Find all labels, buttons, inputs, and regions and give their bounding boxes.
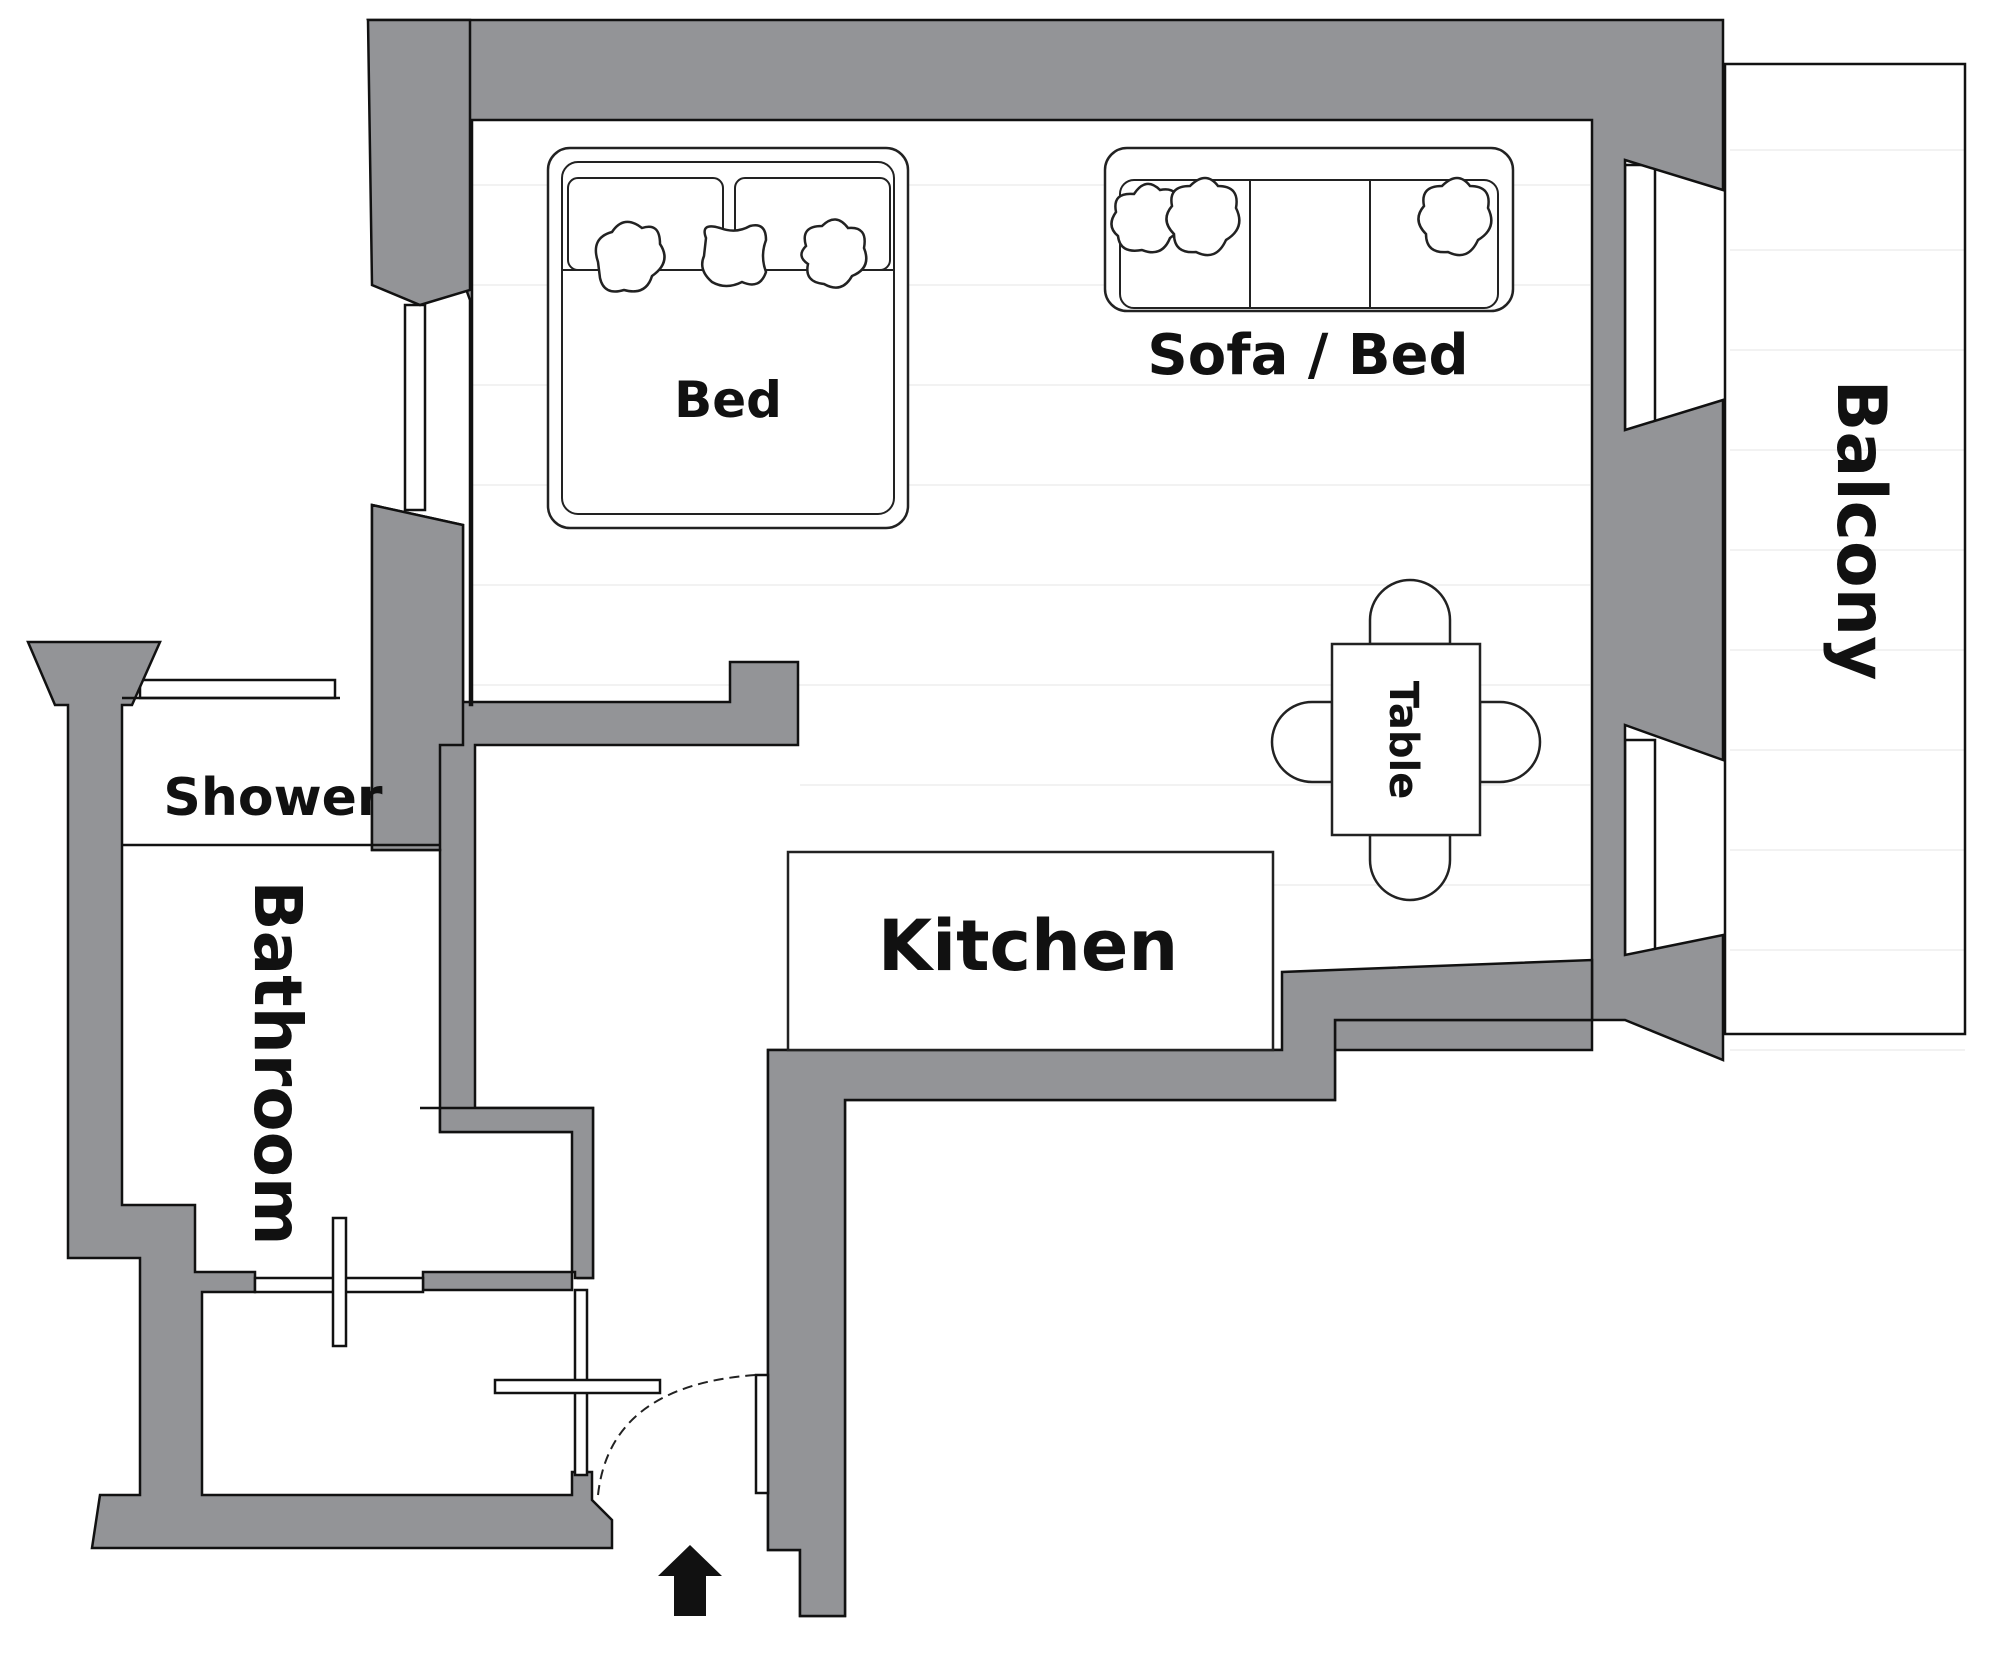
- sofa-bed: [1103, 146, 1515, 313]
- sofa-bed-label: Sofa / Bed: [1147, 323, 1468, 388]
- bathroom-door: [253, 1216, 425, 1348]
- wall-kitchen-outer: [766, 958, 1594, 1618]
- kitchen-label: Kitchen: [878, 905, 1178, 987]
- wall-top-left: [366, 18, 472, 307]
- table-label: Table: [1380, 681, 1426, 800]
- entrance-door: [597, 1373, 770, 1496]
- bathroom-label: Bathroom: [239, 880, 316, 1245]
- bed: [546, 146, 910, 530]
- corridor-door: [493, 1288, 662, 1477]
- wall-column: [370, 503, 465, 852]
- up-arrow-icon: [658, 1545, 722, 1616]
- bathroom-right-wall: [420, 1106, 595, 1292]
- kitchen-counter: [786, 850, 1275, 1052]
- bathroom-walls: [26, 640, 614, 1550]
- windows: [138, 163, 1657, 957]
- bed-label: Bed: [674, 371, 782, 429]
- dining-table: [1270, 578, 1542, 902]
- balcony-area: [1723, 62, 1967, 1036]
- balcony-label: Balcony: [1821, 380, 1900, 681]
- shower-label: Shower: [163, 768, 383, 828]
